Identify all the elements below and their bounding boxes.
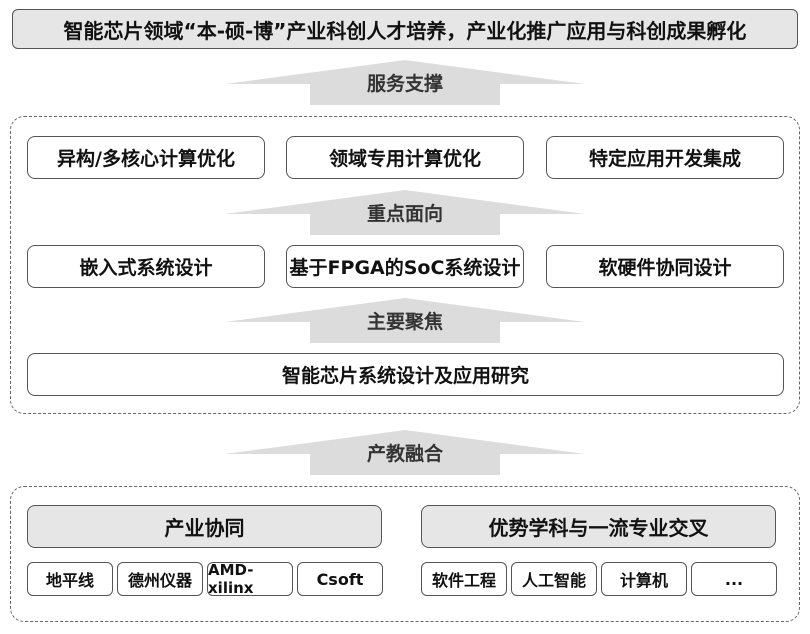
service-item-2: 领域专用计算优化 bbox=[286, 136, 524, 179]
header-title: 智能芯片领域“本-硕-博”产业科创人才培养，产业化推广应用与科创成果孵化 bbox=[63, 18, 747, 43]
up-arrow-icon bbox=[225, 298, 585, 343]
industry-item-3: AMD-xilinx bbox=[207, 561, 293, 597]
discipline-item-3: 计算机 bbox=[601, 562, 687, 596]
industry-title: 产业协同 bbox=[27, 505, 382, 548]
arrow-service: 服务支撑 bbox=[225, 60, 585, 105]
arrow-label-main: 主要聚焦 bbox=[366, 311, 443, 333]
up-arrow-icon bbox=[225, 190, 585, 235]
arrow-label-focus: 重点面向 bbox=[366, 203, 443, 225]
up-arrow-icon bbox=[225, 60, 585, 105]
arrow-integration: 产教融合 bbox=[225, 430, 585, 475]
industry-item-4: Csoft bbox=[297, 562, 383, 596]
service-item-1: 异构/多核心计算优化 bbox=[27, 136, 265, 179]
disciplines-title: 优势学科与一流专业交叉 bbox=[421, 505, 776, 548]
arrow-main: 主要聚焦 bbox=[225, 298, 585, 343]
industry-item-2: 德州仪器 bbox=[117, 562, 203, 596]
up-arrow-icon bbox=[225, 430, 585, 475]
header-banner: 智能芯片领域“本-硕-博”产业科创人才培养，产业化推广应用与科创成果孵化 bbox=[12, 9, 798, 49]
service-item-3: 特定应用开发集成 bbox=[546, 136, 784, 179]
discipline-item-4: ... bbox=[691, 562, 777, 596]
discipline-item-1: 软件工程 bbox=[421, 562, 507, 596]
industry-item-1: 地平线 bbox=[27, 562, 113, 596]
arrow-label-service: 服务支撑 bbox=[366, 73, 443, 95]
focus-item-2: 基于FPGA的SoC系统设计 bbox=[286, 245, 524, 288]
discipline-item-2: 人工智能 bbox=[511, 562, 597, 596]
collaboration-container bbox=[10, 486, 800, 622]
main-research: 智能芯片系统设计及应用研究 bbox=[27, 353, 784, 396]
focus-item-1: 嵌入式系统设计 bbox=[27, 245, 265, 288]
arrow-focus: 重点面向 bbox=[225, 190, 585, 235]
research-container bbox=[10, 116, 800, 414]
arrow-label-integration: 产教融合 bbox=[366, 443, 443, 465]
focus-item-3: 软硬件协同设计 bbox=[546, 245, 784, 288]
